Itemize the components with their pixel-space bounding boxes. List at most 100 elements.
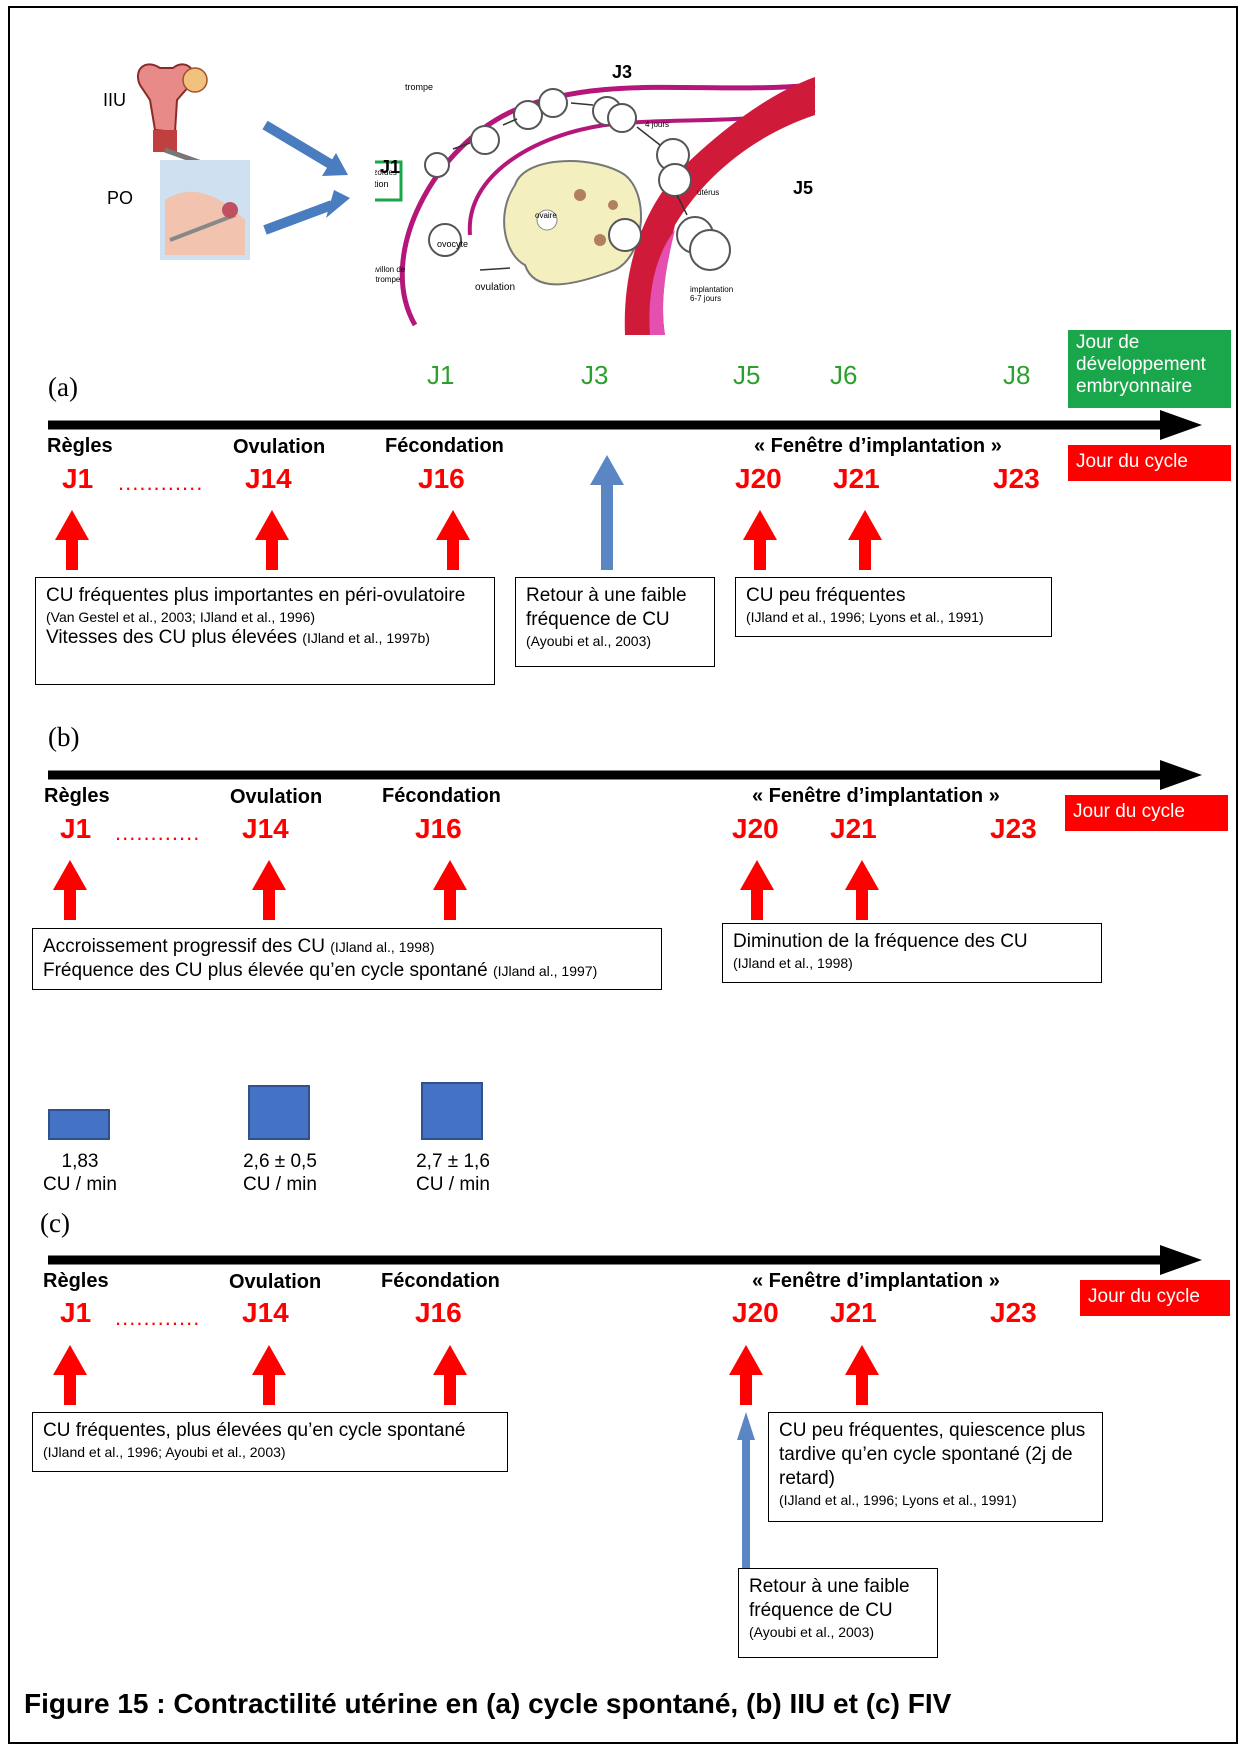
arrow-up-icon <box>436 510 470 570</box>
embryo-transport-diagram: trompe spermatozoïdes fécondation ovocyt… <box>336 55 845 340</box>
dots-b: ............ <box>115 820 201 845</box>
blue-arrow-up-icon <box>590 455 624 570</box>
stage-fecondation-c: Fécondation <box>381 1270 500 1292</box>
cycle-day-j20-c: J20 <box>732 1297 779 1328</box>
implantation2-text: 6-7 jours <box>690 294 721 303</box>
cycle-day-j20-b: J20 <box>732 813 779 844</box>
box-b2-line1: Diminution de la fréquence des CU <box>733 931 1028 952</box>
stage-fecondation-b: Fécondation <box>382 785 501 807</box>
box-a3-line1: CU peu fréquentes <box>746 585 906 606</box>
pavillon2-text: la trompe <box>375 275 401 284</box>
timeline-a <box>48 410 1202 440</box>
cycle-day-j21-a: J21 <box>833 463 880 494</box>
arrow-up-icon <box>252 1345 286 1405</box>
box-a2-ref1: (Ayoubi et al., 2003) <box>526 633 652 649</box>
box-b2-ref1: (IJland et al., 1998) <box>733 955 853 971</box>
ovocyte-text: ovocyte <box>437 239 468 249</box>
arrows-c <box>53 1345 879 1575</box>
box-a1-ref1: (Van Gestel et al., 2003; IJland et al.,… <box>46 609 316 625</box>
stage-fenetre-c: « Fenêtre d’implantation » <box>752 1270 1000 1292</box>
box-a1-line2: Vitesses des CU plus élevées <box>46 627 297 648</box>
dots-a: ............ <box>118 470 204 495</box>
arrows-b <box>53 860 879 920</box>
timeline-c <box>48 1245 1202 1275</box>
box-b1-ref1: (IJland al., 1998) <box>330 939 435 955</box>
panel-a-label: (a) <box>48 372 78 402</box>
po-sketch-icon <box>160 160 250 260</box>
stage-fenetre-b: « Fenêtre d’implantation » <box>752 785 1000 807</box>
timeline-b <box>48 760 1202 790</box>
box-b1-line2: Fréquence des CU plus élevée qu’en cycle… <box>43 960 488 981</box>
box-a2-line1: Retour à une faible fréquence de CU <box>526 585 687 630</box>
arrow-up-icon <box>55 510 89 570</box>
cycle-day-j14-b: J14 <box>242 813 289 844</box>
arrows-a <box>55 455 882 570</box>
cycle-day-j23-a: J23 <box>993 463 1040 494</box>
cycle-day-j1-c: J1 <box>60 1297 92 1328</box>
box-a-periovulatoire: CU fréquentes plus importantes en péri-o… <box>35 577 495 685</box>
frequency-bar-3 <box>421 1082 483 1140</box>
box-a1-ref2: (IJland et al., 1997b) <box>302 630 430 646</box>
uterus-text: utérus <box>697 188 719 197</box>
embryo-day-j3: J3 <box>581 360 609 390</box>
box-c-retour: Retour à une faible fréquence de CU (Ayo… <box>738 1568 938 1658</box>
box-c3-line1: Retour à une faible fréquence de CU <box>749 1576 910 1621</box>
arrow-up-icon <box>729 1345 763 1405</box>
insemination-illustration <box>85 50 265 265</box>
cycle-day-j20-a: J20 <box>735 463 782 494</box>
arrow-up-icon <box>53 1345 87 1405</box>
cycle-day-j14-a: J14 <box>245 463 292 494</box>
panel-b-label: (b) <box>48 722 80 752</box>
arrow-up-icon <box>433 860 467 920</box>
bar-unit-2: CU / min <box>243 1174 317 1195</box>
cycle-day-j14-c: J14 <box>242 1297 289 1328</box>
bar-value-3: 2,7 ± 1,6 <box>416 1151 490 1172</box>
arrow-up-icon <box>743 510 777 570</box>
box-a-retour: Retour à une faible fréquence de CU (Ayo… <box>515 577 715 667</box>
stage-regles-a: Règles <box>47 435 113 457</box>
fecondation-text: fécondation <box>375 179 389 189</box>
box-c-peu-frequentes: CU peu fréquentes, quiescence plus tardi… <box>768 1412 1103 1522</box>
jours4-text: 4 jours <box>645 120 669 129</box>
blue-arrow-up-icon <box>737 1412 755 1575</box>
figure-frame <box>8 6 1238 1744</box>
arrow-up-icon <box>848 510 882 570</box>
arrow-up-icon <box>740 860 774 920</box>
panel-c-label: (c) <box>40 1208 70 1238</box>
embryo-day-j5: J5 <box>733 360 761 390</box>
box-c1-ref1: (IJland et al., 1996; Ayoubi et al., 200… <box>43 1444 286 1460</box>
cycle-day-j21-b: J21 <box>830 813 877 844</box>
bar-value-2: 2,6 ± 0,5 <box>243 1151 317 1172</box>
box-a3-ref1: (IJland et al., 1996; Lyons et al., 1991… <box>746 609 984 625</box>
arrow-up-icon <box>845 1345 879 1405</box>
box-a1-line1: CU fréquentes plus importantes en péri-o… <box>46 585 466 606</box>
arrow-down-right-icon <box>262 120 348 176</box>
ovary-follicle <box>536 209 558 231</box>
cycle-day-j21-c: J21 <box>830 1297 877 1328</box>
trompe-text: trompe <box>405 82 433 92</box>
box-c2-line1: CU peu fréquentes, quiescence plus tardi… <box>779 1420 1086 1489</box>
arrow-up-icon <box>255 510 289 570</box>
frequency-bar-1 <box>48 1109 110 1140</box>
box-c3-ref1: (Ayoubi et al., 2003) <box>749 1624 875 1640</box>
cycle-day-j23-b: J23 <box>990 813 1037 844</box>
cycle-day-j16-c: J16 <box>415 1297 462 1328</box>
embryo-day-j1: J1 <box>427 360 455 390</box>
stage-fenetre-a: « Fenêtre d’implantation » <box>754 435 1002 457</box>
arrow-up-icon <box>845 860 879 920</box>
ovulation-text: ovulation <box>475 282 515 293</box>
box-b1-line1: Accroissement progressif des CU <box>43 936 325 957</box>
frequency-bar-2 <box>248 1085 310 1140</box>
uterus-lining <box>649 230 675 335</box>
stage-fecondation-a: Fécondation <box>385 435 504 457</box>
cycle-day-j1-b: J1 <box>60 813 92 844</box>
arrow-up-icon <box>433 1345 467 1405</box>
illustration-arrows <box>262 120 350 235</box>
pavillon-text: pavillon de <box>375 265 406 274</box>
po-label: PO <box>107 188 134 208</box>
cycle-day-j1-a: J1 <box>62 463 94 494</box>
cycle-day-j23-c: J23 <box>990 1297 1037 1328</box>
arrow-up-icon <box>53 860 87 920</box>
cycle-day-j16-b: J16 <box>415 813 462 844</box>
box-b-accroissement: Accroissement progressif des CU (IJland … <box>32 928 662 990</box>
